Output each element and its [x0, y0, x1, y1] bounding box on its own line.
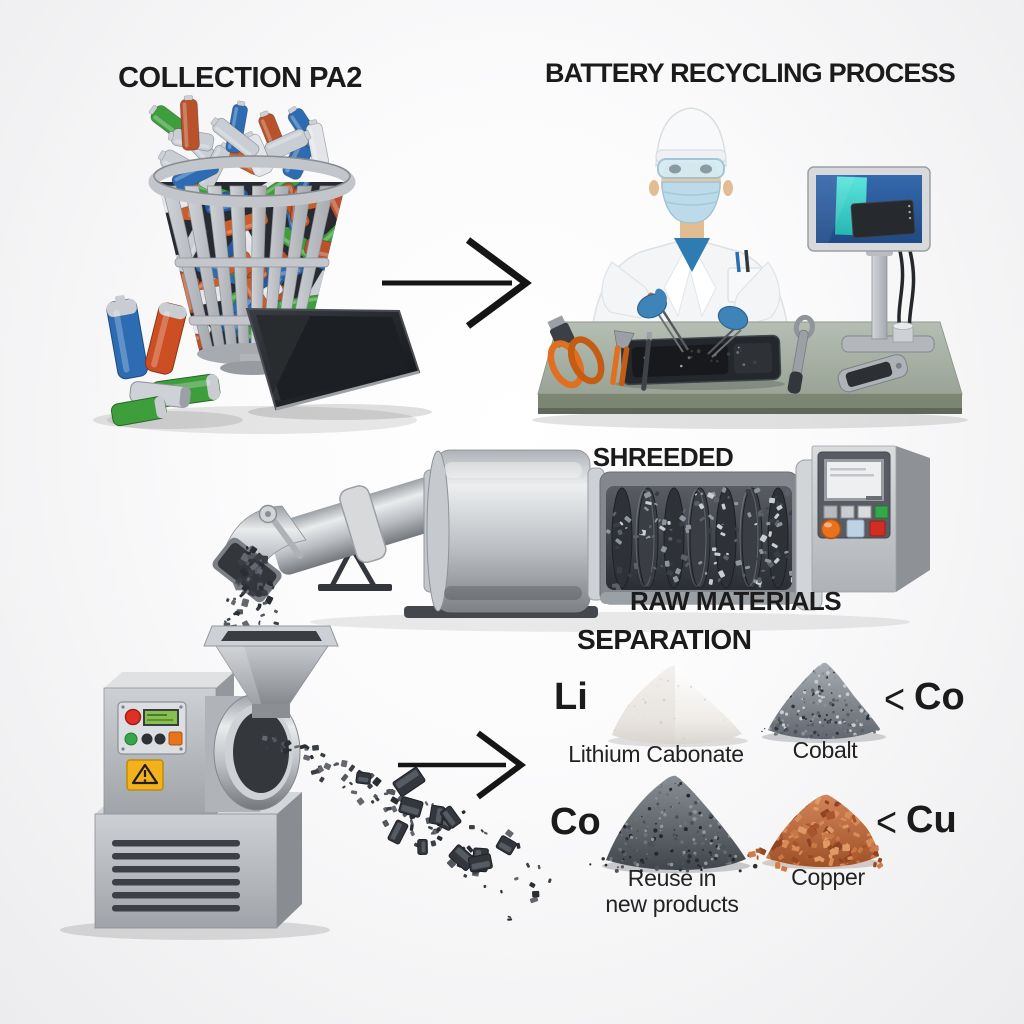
control-button-green: [874, 505, 889, 519]
copper-symbol: Cu: [906, 799, 957, 841]
worker-illustration: [591, 107, 789, 341]
control-button: [840, 505, 855, 519]
material-pile-copper: [748, 794, 884, 872]
copper-symbol-row: < Cu: [876, 799, 957, 842]
granulator-machine-illustration: [60, 545, 552, 940]
process-title: BATTERY RECYCLING PROCESS: [544, 58, 956, 88]
copper-pointer-icon: <: [876, 797, 898, 846]
cobalt-reuse-symbol: Co: [550, 801, 601, 843]
tweezers-icon: [707, 325, 738, 355]
lithium-caption: Lithium Cabonate: [568, 741, 744, 767]
screwdriver-icon: [641, 331, 653, 391]
pen-icon: [735, 251, 741, 273]
worker-head: [649, 107, 733, 238]
granulator-control-panel: [117, 701, 187, 755]
shredder-machine-illustration: [212, 445, 930, 632]
cobalt-symbol: Co: [914, 676, 965, 718]
pliers-icon: [610, 330, 635, 387]
shredded-label: SHREEDED: [592, 442, 734, 472]
control-button: [857, 505, 872, 519]
cobalt-caption: Cobalt: [792, 737, 858, 763]
feed-pipe: [212, 473, 457, 603]
safety-goggles: [657, 158, 725, 179]
cobalt-symbol-row: < Co: [884, 676, 965, 719]
battery-heap-icon: [148, 95, 329, 192]
shredder-rotor-section: [599, 471, 799, 605]
cobalt-pointer-icon: <: [884, 674, 906, 723]
wrench-icon: [787, 314, 815, 394]
arrow-shredder-to-separation: [398, 730, 527, 800]
stop-button: [124, 708, 142, 726]
loose-batteries-icon: [93, 295, 243, 429]
worker-shirt: [674, 238, 710, 272]
shredder-control-box: [811, 445, 930, 593]
worker-hands: [637, 288, 749, 358]
tablet-illustration: [245, 307, 432, 420]
material-pile-cobalt: [761, 662, 886, 743]
shredder-discs: [611, 487, 789, 589]
control-button-orange: [820, 518, 842, 540]
arrow-collection-to-disassembly: [382, 237, 532, 329]
smartphone-icon: [837, 354, 909, 393]
control-button: [823, 505, 838, 519]
hopper-illustration: [203, 625, 339, 718]
collection-title: COLLECTION PA2: [118, 62, 362, 94]
tweezers-icon: [654, 308, 684, 353]
reuse-caption-line1: Reuse in: [627, 865, 717, 891]
shredded-output-icon: [261, 735, 552, 921]
reuse-caption-line2: new products: [605, 891, 739, 917]
panel-button: [141, 733, 153, 745]
raw-materials-label: RAW MATERIALS: [630, 586, 842, 616]
battery-collection-illustration: [93, 95, 432, 434]
vent-louvers: [112, 840, 240, 912]
warning-sign: [126, 759, 164, 791]
separation-label: SEPARATION: [577, 624, 752, 655]
tweezers-icon: [658, 305, 690, 351]
lcd-display: [143, 709, 179, 726]
hand-tools: [547, 314, 909, 394]
granulator-output-cylinder: [205, 693, 301, 812]
wire-strippers-icon: [547, 315, 605, 389]
reuse-caption: Reuse in new products: [562, 865, 782, 917]
disassembly-workstation-illustration: [532, 107, 968, 429]
shredder-drum: [426, 449, 591, 613]
panel-button: [154, 733, 166, 745]
tweezers-icon: [711, 329, 742, 358]
control-button-red: [869, 520, 886, 537]
lithium-symbol: Li: [554, 676, 588, 718]
material-pile-lithium-carbonate: [608, 665, 748, 747]
battery-pack-on-table: [615, 334, 785, 390]
monitor-illustration: [807, 166, 935, 353]
start-button: [124, 732, 138, 746]
panel-button-orange: [168, 731, 183, 746]
copper-caption: Copper: [791, 864, 865, 890]
material-pile-cobalt-reuse: [589, 775, 758, 873]
control-button-blue: [846, 519, 865, 538]
face-mask: [661, 181, 721, 224]
glove-right: [717, 305, 749, 331]
basket-shadow: [107, 406, 417, 434]
pen-icon: [744, 249, 750, 273]
